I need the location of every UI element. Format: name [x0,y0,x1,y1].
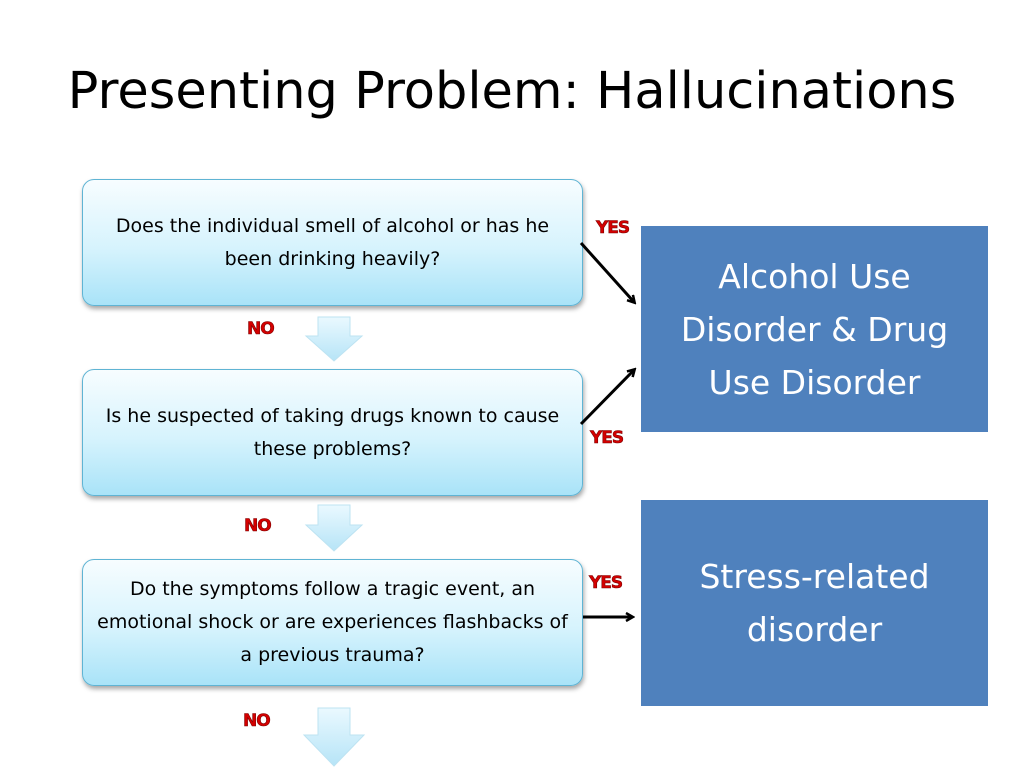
yes-arrow-drugs [579,370,634,426]
yes-arrow-alcohol [579,241,634,302]
yes-label-trauma: YES [589,573,624,593]
slide-title: Presenting Problem: Hallucinations [67,62,957,121]
question-box-drugs: Is he suspected of taking drugs known to… [82,369,583,496]
outcome-box-substance-use-disorder: Alcohol Use Disorder & Drug Use Disorder [641,226,988,432]
yes-label-alcohol: YES [596,218,631,238]
yes-label-drugs: YES [590,428,625,448]
no-label-3: NO [243,711,271,731]
outcome-box-stress-related-disorder: Stress-related disorder [641,500,988,706]
down-arrow-3 [302,707,366,767]
down-arrow-2 [304,504,364,552]
question-box-alcohol: Does the individual smell of alcohol or … [82,179,583,306]
question-box-trauma: Do the symptoms follow a tragic event, a… [82,559,583,686]
down-arrow-1 [304,316,364,362]
no-label-2: NO [244,516,272,536]
no-label-1: NO [247,319,275,339]
